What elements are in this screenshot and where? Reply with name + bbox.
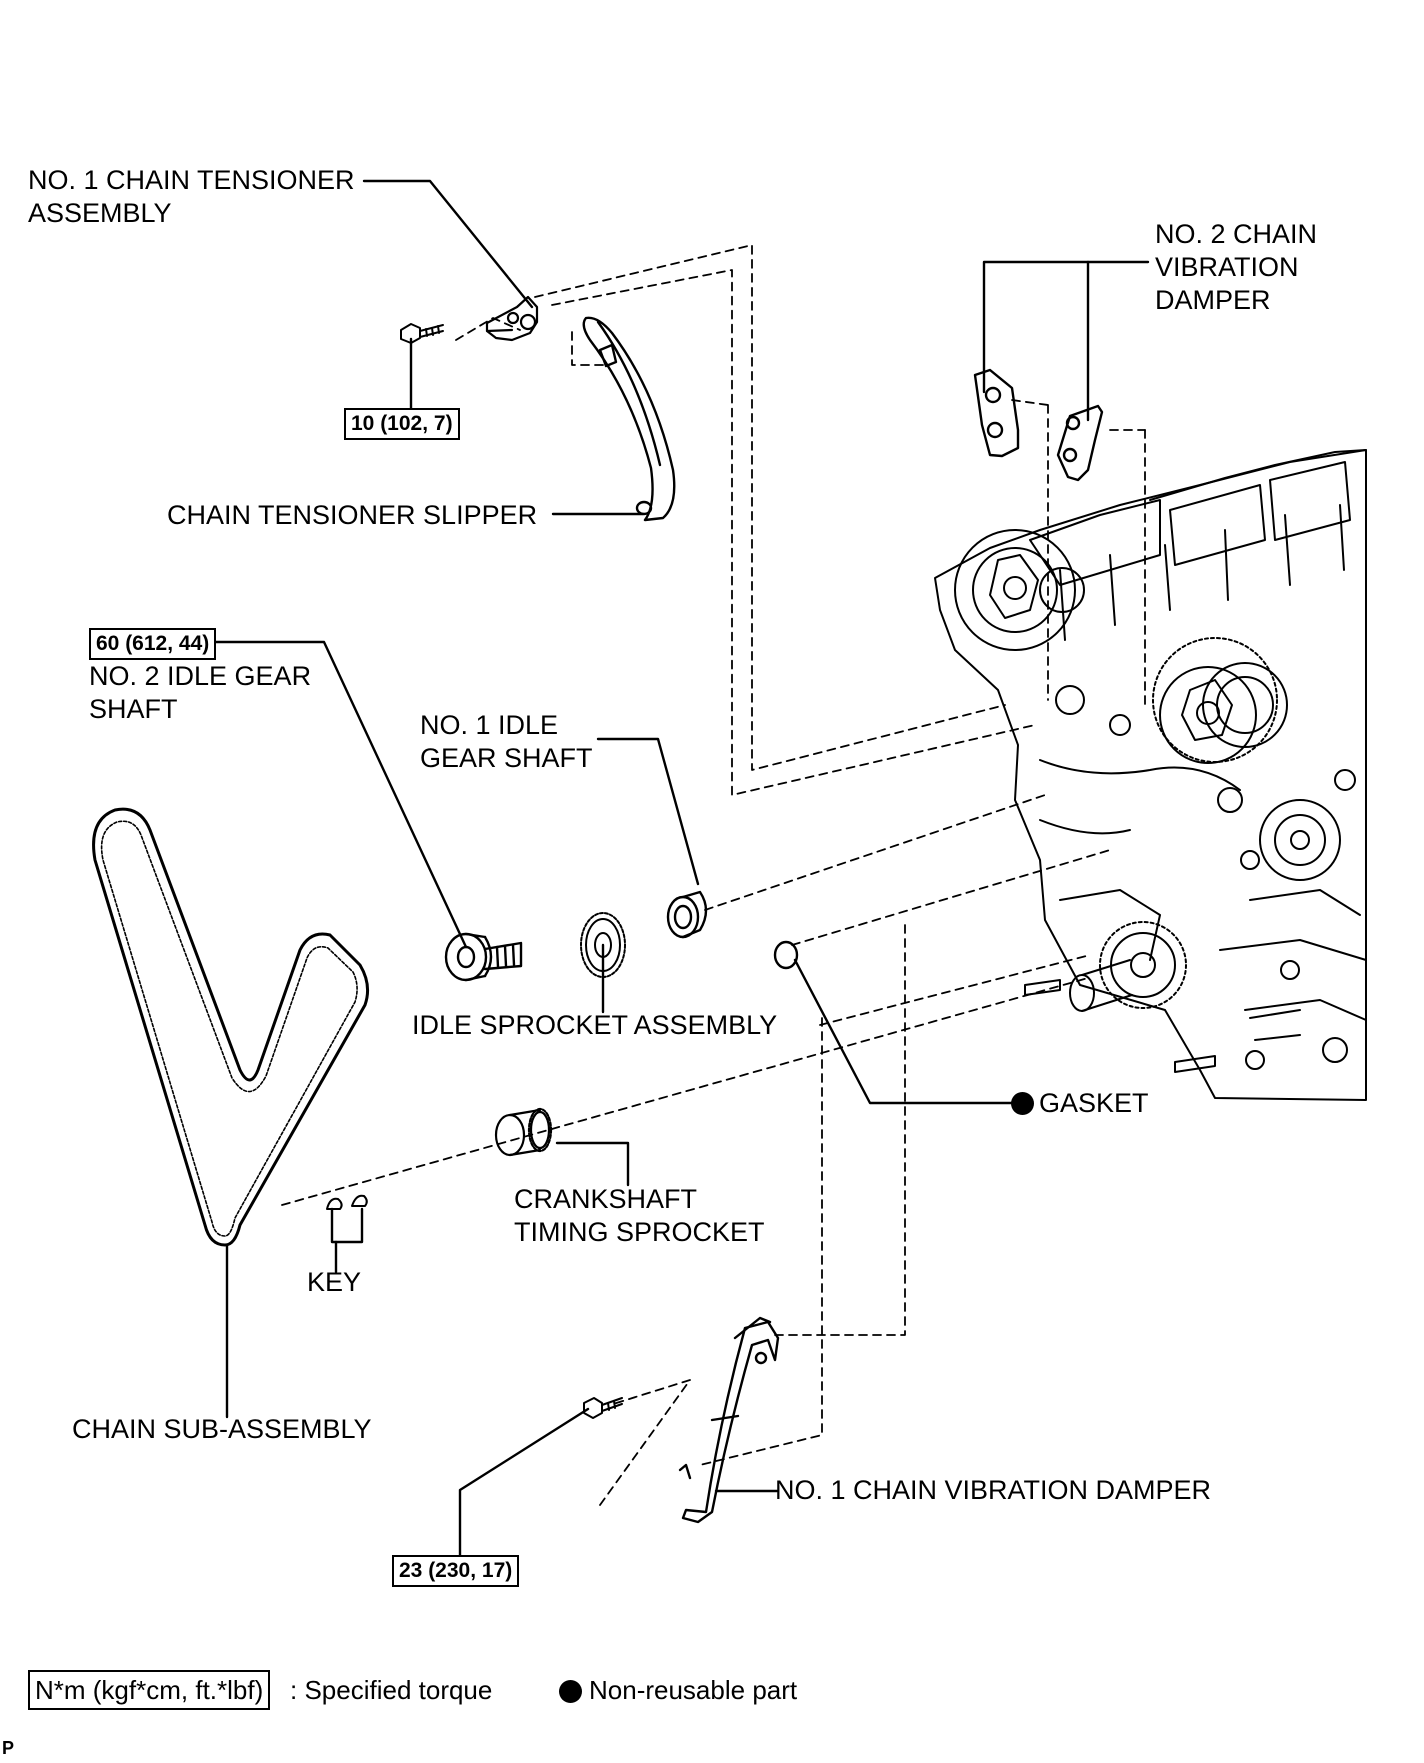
no2-idle-gear-shaft-part (444, 932, 523, 982)
label-no2-idle-gear-shaft: NO. 2 IDLE GEAR SHAFT (89, 660, 311, 726)
label-no1-chain-vibration-damper: NO. 1 CHAIN VIBRATION DAMPER (775, 1475, 1212, 1505)
chain-sub-assembly-part (92, 807, 370, 1247)
no1-idle-gear-shaft-part (666, 890, 708, 939)
label-line: DAMPER (1155, 285, 1271, 315)
label-no1-idle-gear-shaft: NO. 1 IDLE GEAR SHAFT (420, 709, 593, 775)
label-idle-sprocket-assembly: IDLE SPROCKET ASSEMBLY (412, 1010, 778, 1040)
no1-chain-tensioner-part (485, 295, 539, 342)
nonreusable-dot-icon (1011, 1092, 1034, 1115)
gasket-part (773, 940, 799, 970)
no1-chain-vibration-damper-part (678, 1316, 780, 1524)
alignment-dashed-lines (281, 244, 1146, 1506)
torque-damper-bolt: 23 (230, 17) (392, 1555, 520, 1587)
label-line: VIBRATION (1155, 252, 1299, 282)
label-line: TIMING SPROCKET (514, 1217, 765, 1247)
tensioner-bolt-part (400, 323, 444, 344)
label-key: KEY (307, 1267, 362, 1297)
damper-bolt-part (583, 1397, 623, 1419)
label-crankshaft-timing-sprocket: CRANKSHAFT TIMING SPROCKET (514, 1183, 765, 1249)
label-chain-sub-assembly: CHAIN SUB-ASSEMBLY (72, 1414, 372, 1444)
label-line: ASSEMBLY (28, 198, 172, 228)
no2-chain-vibration-damper-part (973, 368, 1104, 482)
torque-tensioner-bolt: 10 (102, 7) (344, 408, 460, 440)
label-line: NO. 2 IDLE GEAR (89, 661, 312, 691)
chain-tensioner-slipper-part (582, 316, 676, 522)
legend-nonreusable-text: Non-reusable part (589, 1675, 798, 1705)
label-line: GEAR SHAFT (420, 743, 593, 773)
legend-torque-box: N*m (kgf*cm, ft.*lbf) (28, 1670, 271, 1710)
legend-nonreusable-dot-icon (559, 1680, 582, 1703)
label-line: NO. 1 IDLE (420, 710, 559, 740)
crankshaft-timing-sprocket-part (494, 1107, 553, 1157)
engine-block (934, 449, 1367, 1101)
leader-lines (214, 179, 1150, 1557)
label-line: SHAFT (89, 694, 178, 724)
torque-idle-gear-shaft: 60 (612, 44) (89, 628, 217, 660)
label-chain-tensioner-slipper: CHAIN TENSIONER SLIPPER (167, 500, 538, 530)
label-line: CRANKSHAFT (514, 1184, 698, 1214)
label-no1-chain-tensioner: NO. 1 CHAIN TENSIONER ASSEMBLY (28, 164, 355, 230)
legend-torque-text: : Specified torque (290, 1675, 493, 1705)
idle-sprocket-part (580, 912, 626, 978)
corner-mark: P (2, 1738, 15, 1758)
label-line: NO. 2 CHAIN (1155, 219, 1318, 249)
label-no2-chain-vibration-damper: NO. 2 CHAIN VIBRATION DAMPER (1155, 218, 1317, 317)
label-line: NO. 1 CHAIN TENSIONER (28, 165, 355, 195)
key-part (326, 1194, 368, 1210)
label-gasket: GASKET (1039, 1088, 1149, 1118)
